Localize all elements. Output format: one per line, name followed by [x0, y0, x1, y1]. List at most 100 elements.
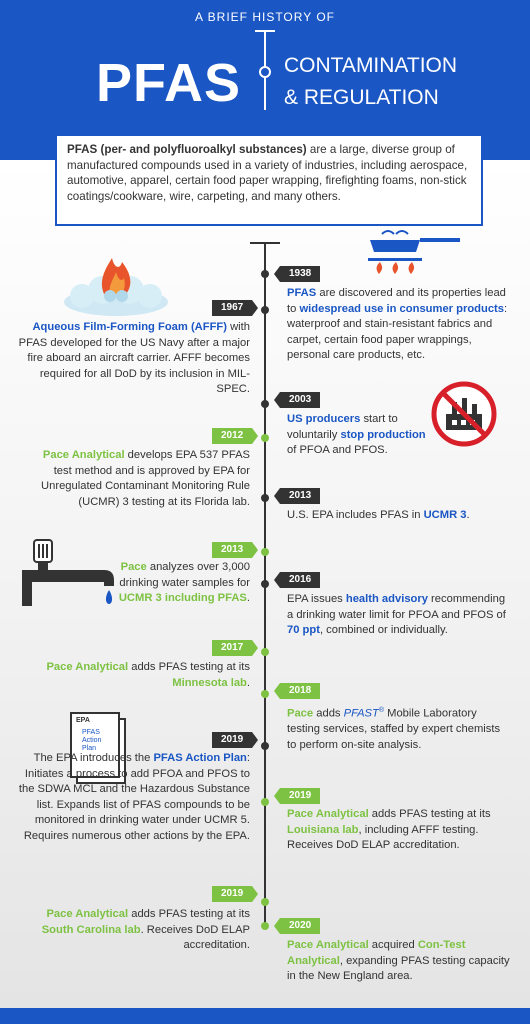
e2013a-a: U.S. EPA includes PFAS in	[287, 509, 424, 521]
timeline-dot-2017	[261, 648, 269, 656]
year-badge-2013-epa: 2013	[273, 488, 321, 504]
e1938-b: are discovered and its properties lead t…	[287, 287, 506, 315]
timeline-dot-2013-epa	[261, 494, 269, 502]
event-2003-text: US producers start to voluntarily stop p…	[287, 412, 427, 459]
e2019b-d: , including AFFF testing. Receives DoD E…	[287, 823, 479, 852]
e2020-c: Con-Test Analytical	[287, 939, 466, 967]
year-badge-1967: 1967	[212, 300, 259, 316]
event-2013-epa-text: U.S. EPA includes PFAS in UCMR 3.	[287, 508, 507, 524]
year-badge-2012: 2012	[212, 428, 259, 444]
e2017-d: .	[246, 676, 250, 689]
e2016-b: health advisory	[345, 593, 428, 605]
document-brand: EPA	[76, 717, 90, 724]
footer-bar	[0, 1008, 530, 1024]
e2003-b: start to voluntarily	[287, 413, 398, 441]
event-1938-text: PFAS are discovered and its properties l…	[287, 286, 515, 364]
e2003-a: US producers	[287, 413, 361, 425]
e2020-d: , expanding PFAS testing capacity in the…	[287, 954, 510, 983]
e2020-a: Pace Analytical	[287, 939, 369, 951]
e2013b-d: .	[246, 592, 250, 604]
e2012-b: develops EPA 537 PFAS test method and is…	[41, 449, 250, 508]
year-badge-2019-louisiana: 2019	[273, 788, 321, 804]
e2019c-c: South Carolina lab	[41, 923, 141, 936]
event-2012-text: Pace Analytical develops EPA 537 PFAS te…	[30, 448, 250, 510]
e2013a-c: .	[466, 509, 470, 521]
e2013a-b: UCMR 3	[423, 509, 467, 521]
e2019c-b: adds PFAS testing at its	[128, 908, 250, 920]
intro-text: are a large, diverse group of manufactur…	[67, 143, 468, 203]
e2003-c: stop production	[340, 428, 426, 441]
intro-box: PFAS (per- and polyfluoroalkyl substance…	[55, 134, 483, 226]
timeline-dot-1938	[261, 270, 269, 278]
timeline-dot-2003	[261, 400, 269, 408]
e2019b-c: Louisiana lab	[287, 823, 359, 836]
subtitle-line-1: CONTAMINATION	[284, 54, 458, 77]
e2016-c: recommending a drinking water limit for …	[287, 593, 506, 621]
e2019c-a: Pace Analytical	[46, 908, 129, 920]
document-page-front: EPA PFAS Action Plan	[70, 712, 120, 778]
timeline-dot-2019-sc	[261, 898, 269, 906]
e2013b-a: Pace	[120, 561, 147, 573]
timeline-dot-2013-pace	[261, 548, 269, 556]
event-2016-text: EPA issues health advisory recommending …	[287, 592, 509, 639]
fire-foam-icon	[64, 258, 168, 316]
e2018-sup: ®	[378, 707, 385, 714]
event-2017-text: Pace Analytical adds PFAS testing at its…	[40, 660, 250, 691]
e2017-b: adds PFAS testing at its	[128, 661, 250, 673]
e2012-a: Pace Analytical	[42, 449, 125, 461]
event-2019-sc-text: Pace Analytical adds PFAS testing at its…	[12, 907, 250, 954]
e2016-a: EPA issues	[287, 593, 346, 605]
timeline-dot-1967	[261, 306, 269, 314]
e1938-a: PFAS	[287, 287, 317, 299]
page-title: PFAS	[96, 53, 242, 113]
header-ring	[259, 66, 271, 78]
e2018-a: Pace	[287, 707, 314, 720]
year-badge-2016: 2016	[273, 572, 321, 588]
e2017-a: Pace Analytical	[46, 661, 129, 673]
e2013b-b: analyzes over 3,000 drinking water sampl…	[119, 561, 250, 589]
event-2013-pace-text: Pace analyzes over 3,000 drinking water …	[110, 560, 250, 607]
e1967-a: Aqueous Film-Forming Foam (AFFF)	[32, 321, 227, 333]
e2019b-b: adds PFAS testing at its	[368, 808, 491, 820]
event-2019-louisiana-text: Pace Analytical adds PFAS testing at its…	[287, 807, 507, 854]
e1938-c: widespread use in consumer products	[299, 302, 504, 315]
e2018-c: PFAST	[343, 707, 379, 720]
header-kicker: A BRIEF HISTORY OF	[194, 10, 336, 24]
e2016-d: 70 ppt	[287, 624, 320, 636]
e1938-d: : waterproof and stain-resistant fabrics…	[287, 302, 508, 362]
e2019a-c: : Initiates a process to add PFOA and PF…	[18, 752, 250, 842]
year-badge-2019-epa: 2019	[212, 732, 259, 748]
year-badge-2020: 2020	[273, 918, 321, 934]
no-factory-icon	[431, 381, 497, 447]
timeline-dot-2018	[261, 690, 269, 698]
event-1967-text: Aqueous Film-Forming Foam (AFFF) with PF…	[14, 320, 250, 398]
document-line-1: PFAS	[82, 729, 100, 736]
faucet-icon	[22, 539, 114, 606]
year-badge-2013-pace: 2013	[212, 542, 259, 558]
e2018-b: adds	[313, 707, 344, 720]
timeline-dot-2012	[261, 434, 269, 442]
e2019a-a: The EPA introduces the	[33, 752, 154, 764]
e2019b-a: Pace Analytical	[287, 808, 369, 820]
year-badge-2019-sc: 2019	[212, 886, 259, 902]
page-subtitle: CONTAMINATION & REGULATION	[284, 50, 457, 114]
intro-bold: PFAS (per- and polyfluoroalkyl substance…	[67, 143, 307, 156]
e2016-e: , combined or individually.	[319, 624, 448, 636]
document-line-3: Plan	[82, 745, 97, 752]
e2013b-c: UCMR 3 including PFAS	[118, 592, 247, 604]
document-icon: EPA PFAS Action Plan	[68, 710, 128, 792]
e2018-d: Mobile Laboratory testing services, staf…	[287, 707, 501, 751]
e2019c-d: . Receives DoD ELAP accreditation.	[140, 923, 250, 952]
subtitle-line-2: & REGULATION	[284, 86, 439, 109]
document-line-2: Action	[82, 737, 102, 744]
year-badge-2003: 2003	[273, 392, 321, 408]
year-badge-1938: 1938	[273, 266, 321, 282]
event-2020-text: Pace Analytical acquired Con-Test Analyt…	[287, 938, 515, 985]
timeline-dot-2019-epa	[261, 742, 269, 750]
event-2018-text: Pace adds PFAST® Mobile Laboratory testi…	[287, 703, 509, 753]
event-2019-epa-text: The EPA introduces the PFAS Action Plan:…	[14, 751, 250, 844]
timeline-dot-2020	[261, 922, 269, 930]
e2003-d: of PFOA and PFOS.	[287, 444, 388, 456]
timeline-dot-2016	[261, 580, 269, 588]
timeline-dot-2019-louisiana	[261, 798, 269, 806]
